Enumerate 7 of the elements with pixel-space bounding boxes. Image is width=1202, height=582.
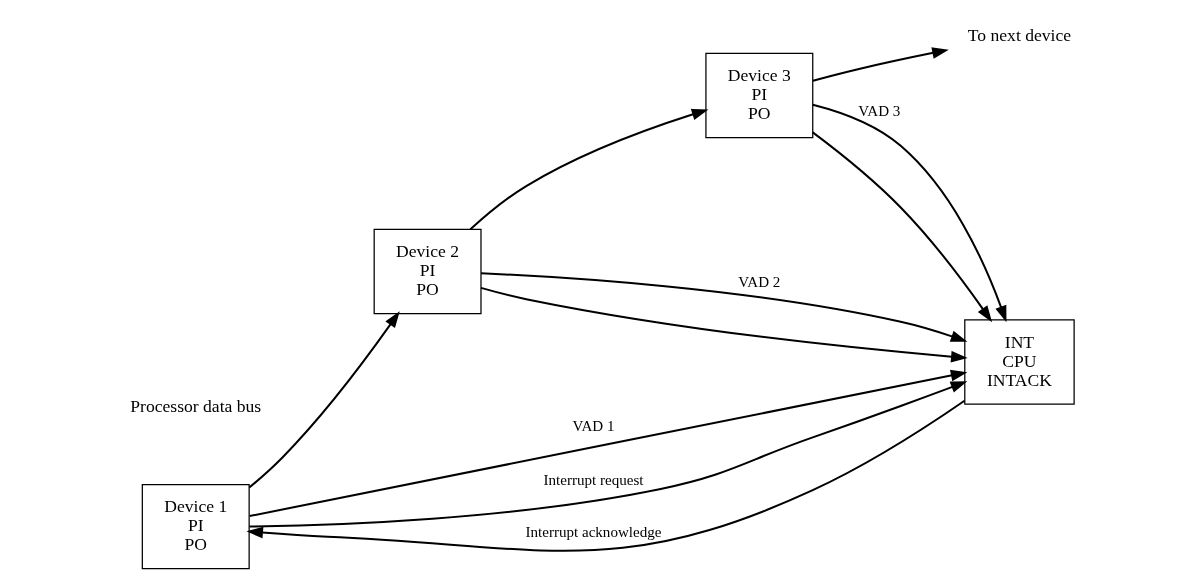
node-text: To next device (967, 25, 1072, 46)
edge-label: Interrupt request (543, 471, 644, 488)
edge-label: VAD 1 (572, 417, 615, 434)
label: Processor data bus (130, 395, 262, 416)
edge-label: VAD 2 (738, 274, 781, 291)
edge-label: VAD 3 (858, 103, 901, 120)
edge-label: Interrupt acknowledge (525, 524, 662, 541)
